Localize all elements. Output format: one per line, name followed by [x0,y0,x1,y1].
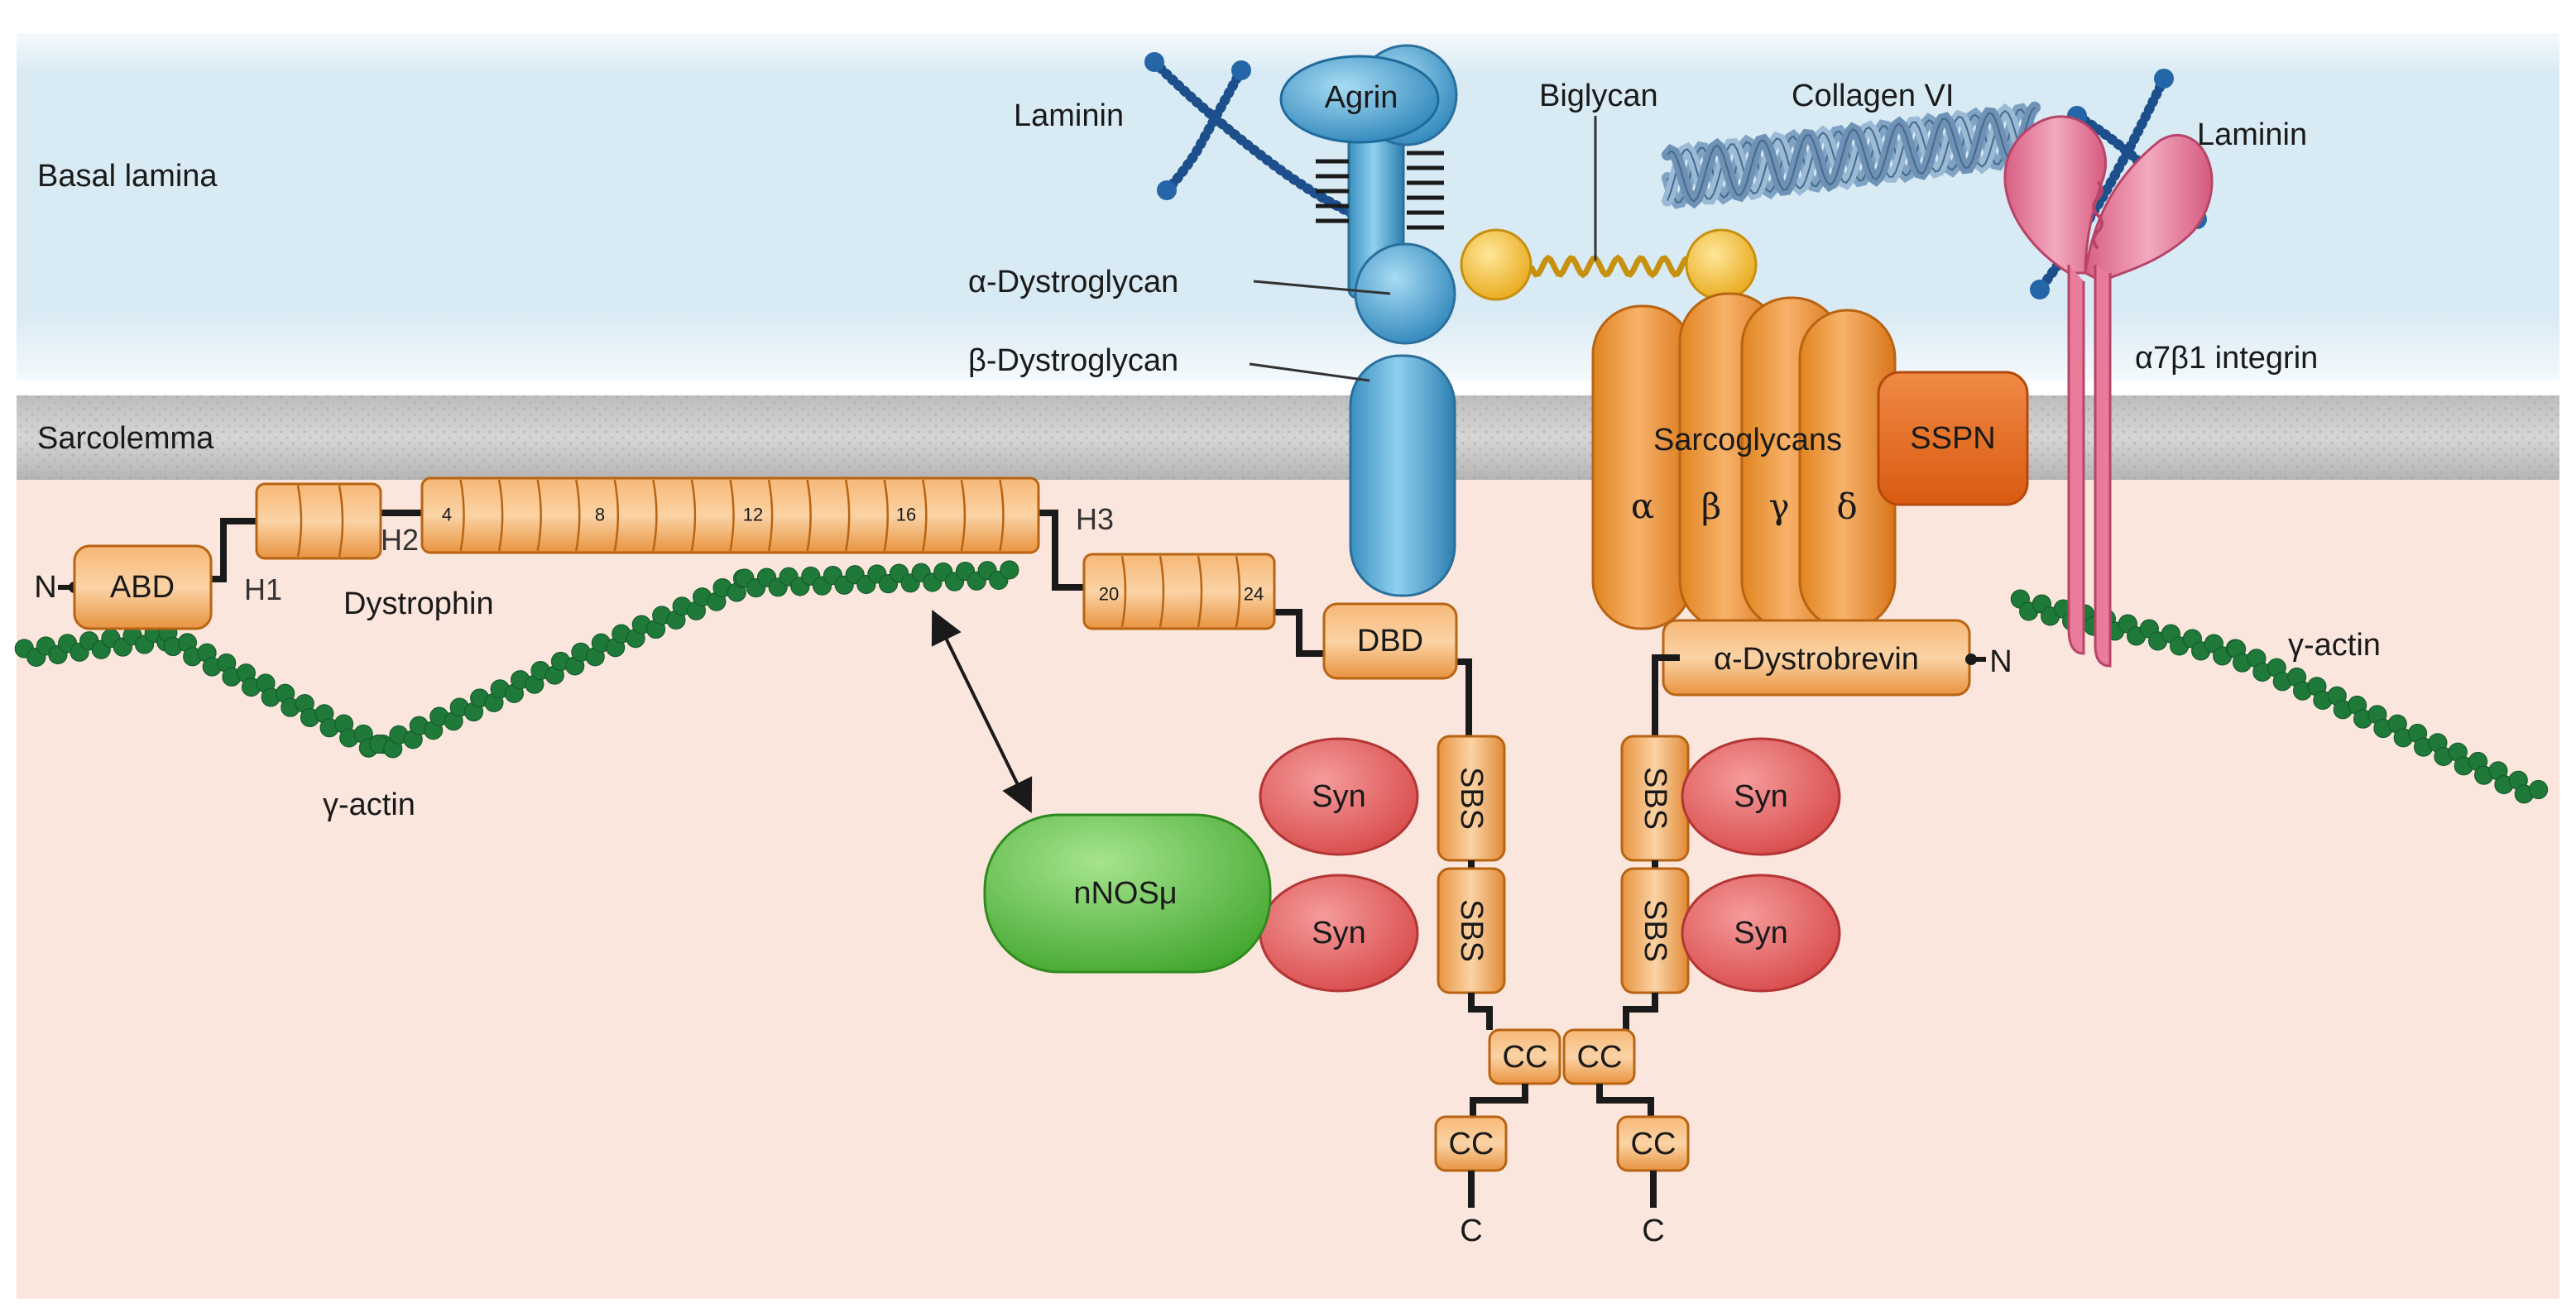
sbs-1-label: SBS [1454,767,1489,830]
sspn-label: SSPN [1910,421,1995,456]
nnos-mu: nNOSμ [983,813,1272,974]
alpha-dystroglycan-label: α-Dystroglycan [968,265,1178,299]
sarcoglycan-beta-label: β [1701,486,1721,527]
agrin: Agrin [1279,55,1440,144]
sbs-3-label: SBS [1638,767,1672,830]
laminin-right-label: Laminin [2197,117,2307,152]
gamma-actin-right-filament [2010,589,2549,804]
sspn: SSPN [1877,371,2029,506]
sarcoglycans-label: Sarcoglycans [1653,423,1842,457]
beta-dystroglycan-label: β-Dystroglycan [968,343,1178,378]
biglycan-label: Biglycan [1539,79,1658,113]
gamma-actin-left-filament [14,560,1019,759]
dystrophin: N ABD H1 H2 4 8 12 16 H3 20 24 Dystrophi… [34,476,1472,745]
collagen-vi-helix [1662,101,2041,209]
h3-label: H3 [1076,502,1114,536]
syn-3-label: Syn [1734,779,1787,814]
alpha7beta1-integrin [2003,115,2214,668]
dystrobrevin-n-terminus: N [1989,644,2012,679]
syn-2-label: Syn [1312,916,1365,950]
sarcolemma-texture [17,395,2559,480]
cc-1-label: CC [1503,1040,1548,1075]
repeat-16-label: 16 [896,505,916,525]
sarcoglycan-delta-label: δ [1836,486,1857,527]
repeat-24-label: 24 [1244,584,1264,605]
leader-lines [1249,116,1597,382]
biglycan [1460,228,1758,301]
integrin-label: α7β1 integrin [2135,341,2318,376]
laminin-left-label: Laminin [1014,98,1124,133]
sbs-2-label: SBS [1454,899,1489,962]
sarcoglycan-alpha-label: α [1631,486,1654,527]
sarcoglycan-gamma-label: γ [1768,486,1789,527]
dystrophin-c-terminus: C [1460,1214,1482,1248]
dystrobrevin-c-terminal: SBS SBS CC CC C [1562,735,1690,1248]
dystrobrevin-label: α-Dystrobrevin [1714,642,1919,677]
gamma-actin-right-label: γ-actin [2288,628,2381,663]
dystrophin-label: Dystrophin [343,587,494,621]
repeat-20-label: 20 [1099,584,1119,605]
cc-3-label: CC [1577,1040,1623,1075]
abd-label: ABD [110,570,175,605]
repeat-12-label: 12 [743,505,763,525]
syntrophins: Syn Syn Syn Syn [1259,737,1841,993]
cc-4-label: CC [1631,1127,1677,1161]
repeat-4-label: 4 [442,505,452,525]
sarcoglycans-complex: Sarcoglycans α β γ δ [1591,292,1897,630]
dbd-label: DBD [1357,624,1423,658]
interaction-arrow [931,610,1033,813]
h1-label: H1 [244,572,282,606]
gamma-actin-left-label: γ-actin [323,788,415,822]
basal-lamina-label: Basal lamina [37,159,218,194]
h2-label: H2 [381,523,419,557]
syn-1-label: Syn [1312,779,1365,814]
dystrophin-n-terminus: N [34,570,56,605]
repeat-8-label: 8 [595,505,605,525]
dystrophin-c-terminal: SBS SBS CC CC C [1434,735,1561,1248]
sbs-4-label: SBS [1638,899,1672,962]
cc-2-label: CC [1449,1127,1494,1161]
nnos-label: nNOSμ [1073,876,1177,911]
agrin-label: Agrin [1325,80,1398,115]
collagen-label: Collagen VI [1792,79,1954,113]
sarcolemma-label: Sarcolemma [37,421,214,456]
dystrobrevin-c-terminus: C [1642,1214,1664,1248]
syn-4-label: Syn [1734,916,1787,950]
alpha-dystrobrevin: α-Dystrobrevin N [1652,619,2012,745]
